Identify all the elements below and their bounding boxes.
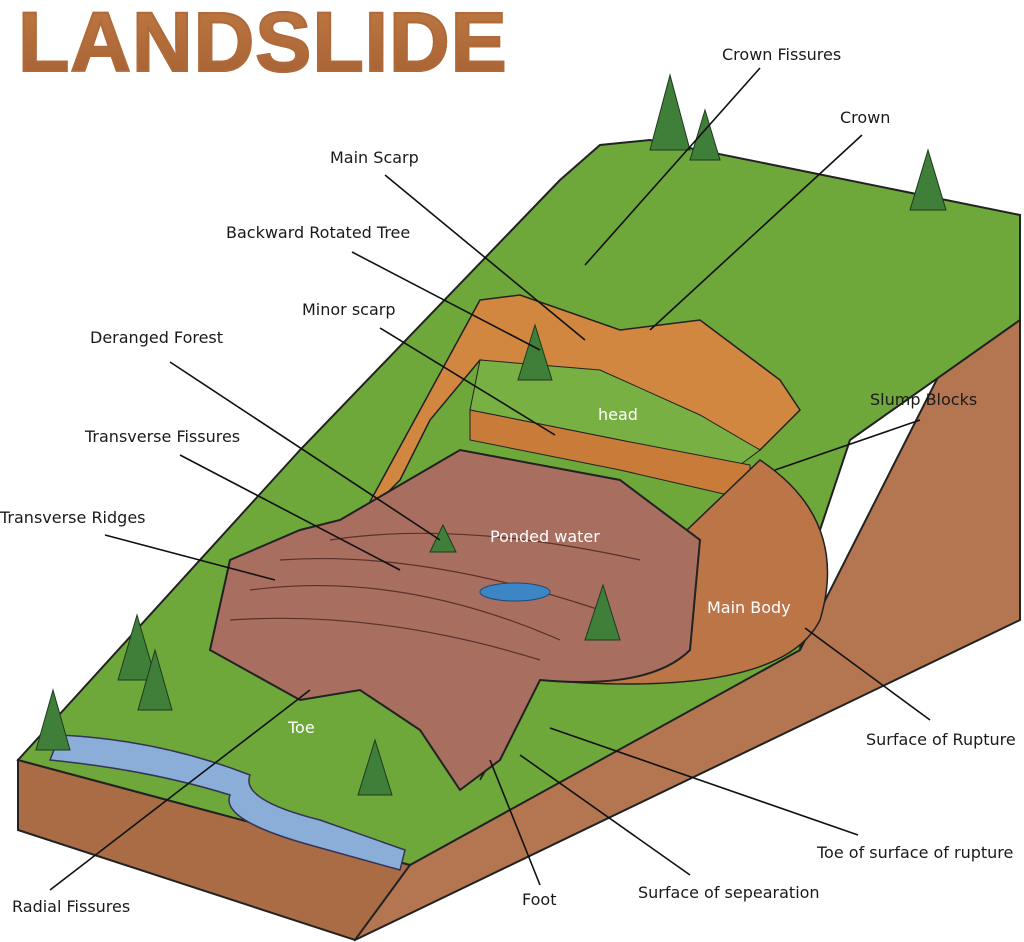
- tree-icon: [584, 583, 621, 641]
- label-foot: Foot: [522, 890, 557, 909]
- label-head: head: [598, 405, 638, 424]
- label-radial-fissures: Radial Fissures: [12, 897, 131, 916]
- label-main-scarp: Main Scarp: [330, 148, 419, 167]
- leader-lines: [49, 67, 931, 891]
- diagram-title: LANDSLIDE: [17, 0, 508, 91]
- label-transverse-ridges: Transverse Ridges: [0, 508, 146, 527]
- tree-icon: [649, 73, 691, 151]
- label-surface-of-separation: Surface of sepearation: [638, 883, 820, 902]
- label-slump-blocks: Slump Blocks: [870, 390, 978, 409]
- tree-icon: [117, 613, 157, 681]
- tree-icon: [517, 323, 553, 381]
- tree-icon: [35, 688, 71, 751]
- river: [48, 734, 406, 871]
- tree-icon: [137, 648, 173, 711]
- tree-icon: [689, 108, 721, 161]
- trees: [35, 73, 947, 796]
- label-backward-rotated-tree: Backward Rotated Tree: [226, 223, 411, 242]
- label-toe-of-surface-of-rupture: Toe of surface of rupture: [817, 843, 1014, 862]
- label-surface-of-rupture: Surface of Rupture: [866, 730, 1016, 749]
- label-crown: Crown: [840, 108, 891, 127]
- tree-icon: [357, 738, 393, 796]
- label-deranged-forest: Deranged Forest: [90, 328, 224, 347]
- ponded-water: [479, 582, 551, 602]
- transverse-fissures: [229, 532, 641, 661]
- label-crown-fissures: Crown Fissures: [722, 45, 842, 64]
- label-minor-scarp: Minor scarp: [302, 300, 396, 319]
- label-ponded-water: Ponded water: [490, 527, 600, 546]
- label-toe: Toe: [288, 718, 315, 737]
- label-main-body: Main Body: [707, 598, 791, 617]
- tree-icon: [909, 148, 947, 211]
- label-transverse-fissures: Transverse Fissures: [85, 427, 241, 446]
